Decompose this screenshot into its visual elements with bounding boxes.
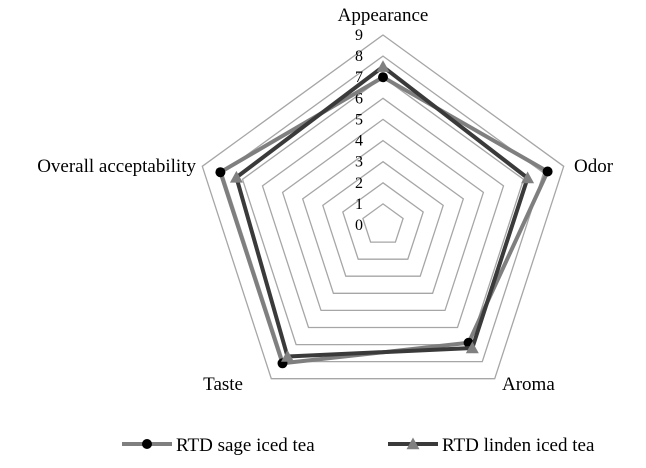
series-1 [229, 60, 535, 362]
grid-ring-2 [342, 181, 424, 260]
data-point-1-1 [521, 171, 535, 184]
grid-ring-4 [301, 139, 465, 294]
legend-marker-0 [142, 439, 152, 449]
grid-ring-6 [261, 97, 505, 329]
tick-label-2: 2 [355, 175, 363, 192]
series-0 [215, 72, 553, 369]
legend-label-0: RTD sage iced tea [176, 435, 315, 456]
axis-label-appearance: Appearance [338, 5, 429, 26]
tick-label-8: 8 [355, 48, 363, 65]
axis-label-taste: Taste [203, 374, 243, 395]
data-point-0-1 [542, 166, 553, 177]
tick-label-5: 5 [355, 111, 363, 128]
tick-label-0: 0 [355, 217, 363, 234]
tick-label-9: 9 [355, 27, 363, 44]
tick-label-6: 6 [355, 90, 363, 107]
grid-ring-9 [201, 34, 565, 380]
axis-label-odor: Odor [574, 156, 614, 177]
data-point-1-0 [376, 60, 390, 72]
radar-grid [201, 34, 565, 380]
axis-label-overall-acceptability: Overall acceptability [37, 156, 196, 177]
data-point-1-4 [229, 170, 243, 183]
grid-ring-5 [281, 118, 485, 312]
series-layer [215, 60, 553, 369]
tick-label-3: 3 [355, 154, 363, 171]
tick-label-7: 7 [355, 69, 363, 86]
data-point-0-4 [215, 167, 226, 178]
series-line-1 [234, 64, 530, 359]
legend-marker-1 [406, 437, 420, 450]
grid-ring-7 [241, 76, 525, 346]
grid-ring-3 [322, 160, 444, 277]
legend: RTD sage iced tea RTD linden iced tea [122, 435, 595, 456]
tick-label-4: 4 [355, 133, 363, 150]
data-point-1-2 [465, 341, 479, 354]
grid-ring-1 [362, 203, 404, 243]
data-point-1-3 [281, 350, 294, 362]
legend-item-0: RTD sage iced tea [122, 435, 315, 456]
data-point-0-0 [378, 72, 388, 83]
legend-label-1: RTD linden iced tea [442, 435, 595, 456]
radial-tick-labels: 0 1 2 3 4 5 6 7 8 9 [355, 27, 363, 234]
legend-item-1: RTD linden iced tea [388, 435, 595, 456]
tick-label-1: 1 [355, 196, 363, 213]
axis-label-aroma: Aroma [502, 374, 555, 395]
